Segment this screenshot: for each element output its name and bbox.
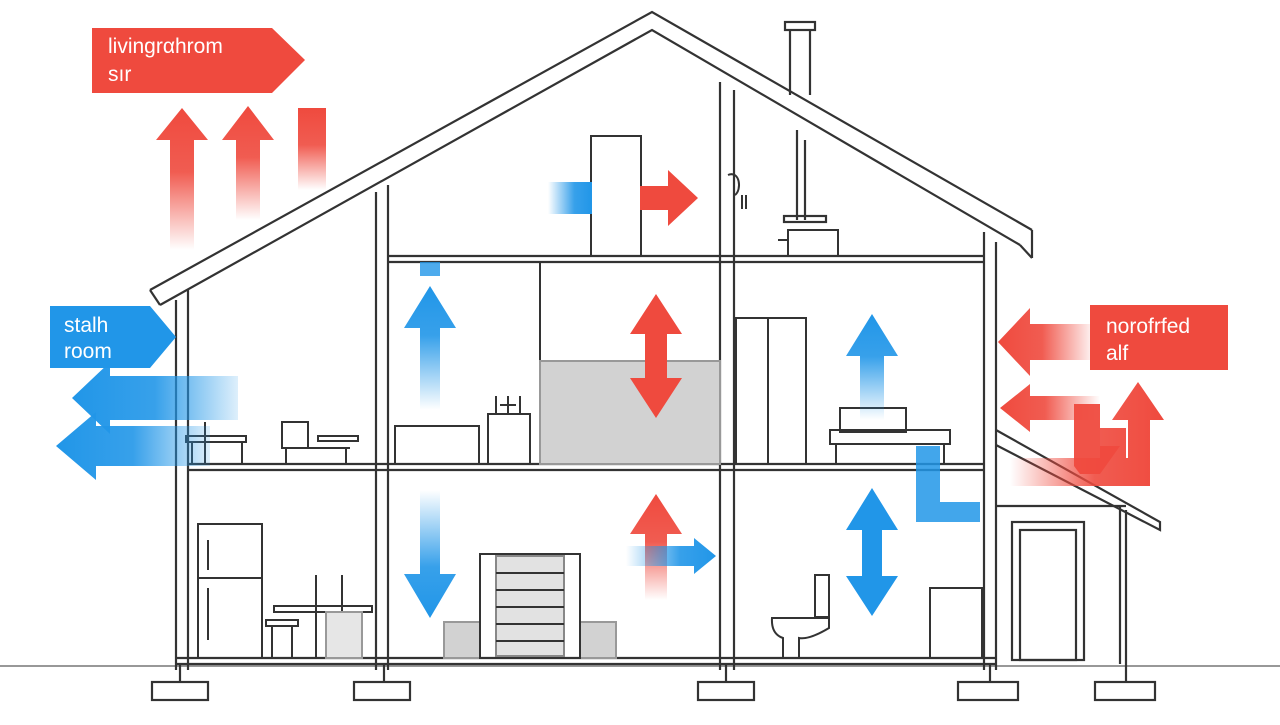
toilet-tank [814,574,830,618]
label-top-left-line1: livingrαhrom [108,35,223,58]
foundation-block [956,680,1020,702]
warm-circulation-arrow [630,294,682,418]
cool-circulation-arrow [846,488,898,616]
upper-floor-furniture [185,262,951,465]
roof-inner [159,28,1021,306]
attic-pipe [727,173,747,209]
foundation-block [696,680,756,702]
warm-rising-bar [298,108,326,190]
chimney-cap [783,20,817,32]
foundation-block [352,680,412,702]
fireplace [479,553,581,659]
warm-inflow-arrow [998,308,1096,376]
ground-floor-furniture [197,523,983,659]
annex-door [1010,520,1086,662]
bed [394,425,480,465]
label-banner-cool [50,306,176,368]
chair [281,421,309,449]
foundation-block [1093,680,1157,702]
label-left-line1: stalh [64,314,108,337]
grey-partition [539,360,721,465]
label-top-left-line2: sır [108,63,131,86]
label-top-left: livingrαhrom sır [92,28,305,93]
warm-loop-arrow [1010,382,1164,486]
warm-rising-arrow [156,108,208,250]
cool-outflow-arrow [72,362,238,434]
washer [929,587,983,659]
label-right-line1: norofrfed [1106,315,1190,338]
label-right-line2: alf [1106,342,1128,365]
roof-outer [149,10,1033,291]
label-left-line2: room [64,340,112,363]
toilet [770,617,830,659]
house-structure [149,10,1162,702]
cool-descending-arrow [404,490,456,618]
attic-contents [590,135,839,257]
warm-rising-arrow [222,106,274,220]
cool-attic-arrow [548,182,592,214]
airflow-arrows [56,106,1164,618]
nightstand [487,413,531,465]
cool-side-arrow [626,538,716,574]
cool-rising-arrow [846,314,898,420]
wardrobe [735,317,807,465]
foundation-block [150,680,210,702]
attic-cabinet [590,135,642,257]
label-right: norofrfed alf [1090,305,1228,370]
label-banner-warm [1090,305,1228,370]
label-left: stalh room [50,306,176,368]
cool-outflow-arrow [56,412,210,480]
fridge [197,523,263,659]
cool-duct-arrow [916,446,980,522]
dining-table [273,605,373,613]
label-banner-warm [92,28,305,93]
attic-water-heater [787,229,839,257]
cool-rising-arrow [404,286,456,410]
warm-attic-arrow [640,170,698,226]
